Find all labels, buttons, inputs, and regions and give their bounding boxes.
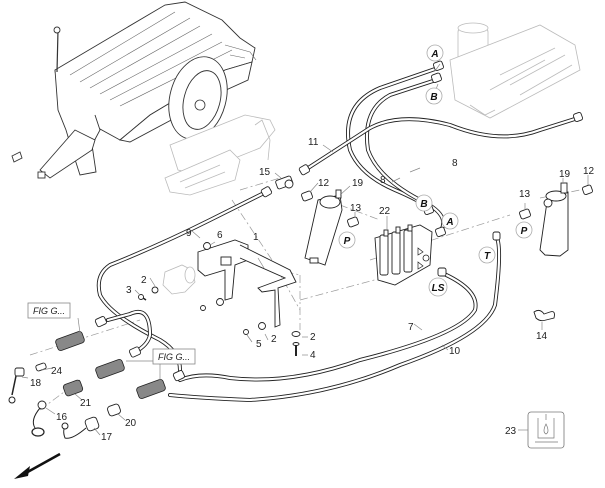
part-12-left-adapter [301, 190, 313, 202]
callout-13: 13 [519, 189, 531, 200]
front-direction-arrow [14, 452, 61, 479]
svg-text:A: A [430, 49, 438, 60]
hoses [96, 66, 580, 403]
part-24-nipple [35, 362, 47, 372]
part-16-cap [31, 400, 47, 437]
part-19-right-filter [539, 182, 569, 257]
callout-2: 2 [141, 275, 147, 286]
svg-text:FIG G...: FIG G... [33, 306, 65, 316]
part-2-washer [216, 298, 224, 306]
svg-text:B: B [420, 199, 427, 210]
port-label-p-left: P [338, 231, 356, 249]
callout-19: 19 [559, 169, 571, 180]
figure-reference-lower[interactable]: FIG G... [152, 348, 196, 365]
part-4-bolt [292, 342, 300, 356]
callout-23: 23 [505, 426, 517, 437]
leader-lines [21, 63, 589, 436]
callout-7: 7 [408, 322, 414, 333]
callout-1: 1 [253, 232, 259, 243]
port-label-a-valve: A [441, 212, 459, 230]
port-label-b-valve: B [415, 194, 433, 212]
callout-17: 17 [101, 432, 113, 443]
part-2-washer [151, 286, 159, 294]
port-labels: A B B A P P T LS [338, 44, 533, 297]
callout-15: 15 [259, 167, 271, 178]
port-label-b-top: B [425, 87, 443, 105]
part-21-plug [62, 379, 84, 397]
callout-12: 12 [318, 178, 330, 189]
svg-text:T: T [484, 251, 491, 262]
hose-fittings [94, 60, 584, 382]
callout-13: 13 [350, 203, 362, 214]
part-18-dust-cap [8, 367, 25, 404]
part-5-bolt [200, 305, 249, 335]
callout-9: 9 [186, 228, 192, 239]
callout-14: 14 [536, 331, 548, 342]
port-label-p-right: P [515, 221, 533, 239]
part-6-nut [203, 242, 211, 250]
callout-6: 6 [217, 230, 223, 241]
part-23-decal [527, 411, 565, 449]
socket-ghost [162, 264, 196, 295]
port-label-ls: LS [428, 277, 448, 297]
callout-16: 16 [56, 412, 68, 423]
callout-8: 8 [452, 158, 458, 169]
svg-text:B: B [430, 92, 437, 103]
part-20-plug [107, 403, 121, 417]
callout-2: 2 [310, 332, 316, 343]
part-2-washer [291, 331, 301, 337]
part-13-right-adapter [519, 208, 531, 220]
callout-8: 8 [380, 175, 386, 186]
part-coupler-upper [55, 331, 85, 351]
part-1-bracket [197, 239, 297, 328]
port-label-t: T [478, 246, 496, 264]
part-coupler-middle [95, 359, 125, 379]
part-13-left-adapter [347, 216, 359, 228]
part-14-elbow [533, 309, 555, 322]
callout-20: 20 [125, 418, 137, 429]
callout-19: 19 [352, 178, 364, 189]
callout-5: 5 [256, 339, 262, 350]
callout-11: 11 [308, 137, 319, 148]
part-3-bolt [138, 294, 147, 301]
port-label-a-top: A [426, 44, 444, 62]
callout-10: 10 [449, 346, 461, 357]
part-22-control-valve [374, 224, 433, 286]
callout-12: 12 [583, 166, 595, 177]
machine-illustration [11, 1, 257, 179]
callout-4: 4 [310, 350, 316, 361]
callout-labels: 1 2 2 2 3 4 5 6 7 8 8 9 10 11 12 12 13 1… [30, 137, 595, 443]
manifold-ghost [449, 22, 581, 119]
callout-21: 21 [80, 398, 92, 409]
part-12-right-adapter [581, 184, 593, 196]
svg-text:P: P [344, 236, 351, 247]
svg-text:P: P [521, 226, 528, 237]
svg-text:FIG G...: FIG G... [158, 352, 190, 362]
part-coupler-lower [136, 379, 166, 399]
callout-18: 18 [30, 378, 42, 389]
figure-reference-upper[interactable]: FIG G... [27, 302, 71, 319]
chassis-frame-ghost [164, 114, 276, 196]
svg-text:LS: LS [432, 283, 445, 294]
part-19-left-filter [304, 189, 343, 266]
part-15-tee-fitting [275, 175, 294, 190]
callout-22: 22 [379, 206, 391, 217]
svg-text:A: A [445, 217, 453, 228]
callout-24: 24 [51, 366, 63, 377]
part-17-cap [61, 416, 100, 439]
callout-2: 2 [271, 334, 277, 345]
part-2-washer [258, 322, 266, 330]
callout-3: 3 [126, 285, 132, 296]
